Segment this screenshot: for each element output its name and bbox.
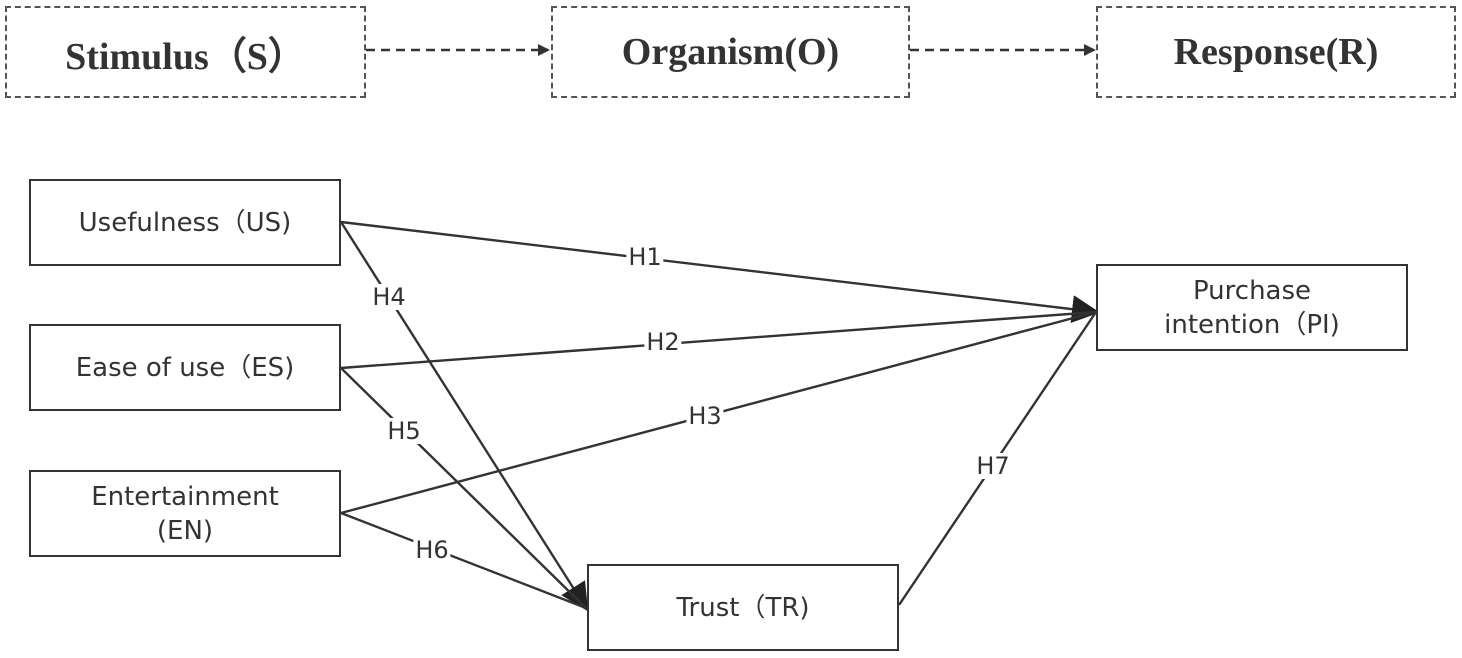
response-label: Response(R) [1173,31,1379,73]
organism-label: Organism(O) [621,31,840,73]
node-usefulness-label: Usefulness（US) [78,207,292,238]
response-box: Response(R) [1096,6,1456,98]
edge-h6-label: H6 [413,536,451,564]
node-entertainment-label: Entertainment (EN) [91,481,279,546]
edge-h3-label: H3 [686,402,724,430]
edge-h5-line [340,367,587,609]
organism-box: Organism(O) [551,6,910,98]
node-entertainment: Entertainment (EN) [29,470,341,557]
edge-h6-line [340,511,587,610]
edge-h1-label: H1 [626,243,664,271]
edge-h7-label: H7 [974,452,1012,480]
stimulus-label: Stimulus（S） [65,35,306,78]
edge-h2-line [340,310,1097,370]
edge-h5-label: H5 [385,417,423,445]
edge-h4-label: H4 [370,283,408,311]
stimulus-box: Stimulus（S） [5,6,366,98]
node-ease-of-use: Ease of use（ES) [29,324,341,411]
node-trust-label: Trust（TR) [676,592,810,623]
node-purchase-intention: Purchase intention（PI) [1096,264,1408,351]
edge-h4-line [339,221,589,612]
edge-h2-label: H2 [644,328,682,356]
node-ease-of-use-label: Ease of use（ES) [75,352,295,383]
node-usefulness: Usefulness（US) [29,179,341,266]
edge-h1-line [340,220,1100,324]
node-purchase-intention-label: Purchase intention（PI) [1164,275,1340,340]
node-trust: Trust（TR) [587,564,899,651]
